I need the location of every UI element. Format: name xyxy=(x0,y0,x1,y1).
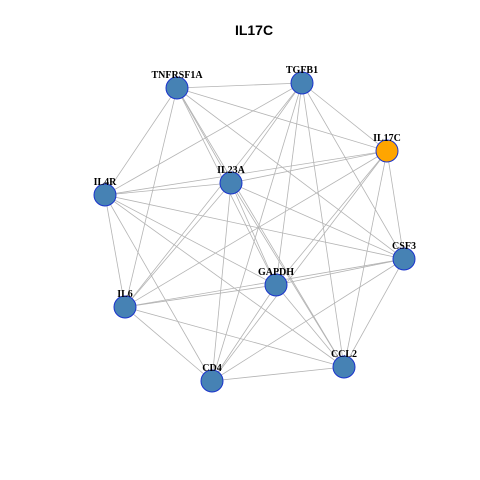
edge-tnfrsf1a-il6 xyxy=(124,87,178,308)
edge-il4r-ccl2 xyxy=(104,194,345,368)
edge-il6-ccl2 xyxy=(124,306,345,368)
node-gapdh xyxy=(264,273,288,297)
edge-tgfb1-il4r xyxy=(104,82,303,196)
edge-csf3-cd4 xyxy=(211,258,405,382)
node-label-il6: IL6 xyxy=(117,289,133,300)
edge-il4r-cd4 xyxy=(104,194,213,382)
node-tgfb1 xyxy=(290,71,314,95)
node-il17c xyxy=(375,139,399,163)
edge-tnfrsf1a-tgfb1 xyxy=(176,82,303,89)
edge-il17c-csf3 xyxy=(386,150,405,260)
edge-tgfb1-ccl2 xyxy=(301,82,345,368)
edge-tnfrsf1a-il23a xyxy=(176,87,232,184)
node-label-il4r: IL4R xyxy=(94,177,118,188)
edge-il4r-csf3 xyxy=(104,194,405,260)
node-il23a xyxy=(219,171,243,195)
edge-tgfb1-il6 xyxy=(124,82,303,308)
node-label-csf3: CSF3 xyxy=(392,241,416,252)
edge-gapdh-il6 xyxy=(124,284,277,308)
graph-title: IL17C xyxy=(235,22,273,38)
edge-tgfb1-il23a xyxy=(230,82,303,184)
edge-il6-cd4 xyxy=(124,306,213,382)
edge-il4r-gapdh xyxy=(104,194,277,286)
edge-csf3-il6 xyxy=(124,258,405,308)
edge-csf3-ccl2 xyxy=(343,258,405,368)
edge-tnfrsf1a-il17c xyxy=(176,87,388,152)
edge-il17c-ccl2 xyxy=(343,150,388,368)
edge-il17c-il23a xyxy=(230,150,388,184)
edge-csf3-gapdh xyxy=(275,258,405,286)
node-label-tgfb1: TGFB1 xyxy=(286,65,318,76)
edge-il23a-cd4 xyxy=(211,182,232,382)
edge-il17c-il4r xyxy=(104,150,388,196)
edges-layer xyxy=(104,82,405,382)
edge-il23a-csf3 xyxy=(230,182,405,260)
edge-il17c-cd4 xyxy=(211,150,388,382)
node-label-il17c: IL17C xyxy=(373,133,401,144)
edge-il4r-il23a xyxy=(104,182,232,196)
edge-il23a-gapdh xyxy=(230,182,277,286)
node-cd4 xyxy=(200,369,224,393)
node-il4r xyxy=(93,183,117,207)
edge-tnfrsf1a-ccl2 xyxy=(176,87,345,368)
edge-tnfrsf1a-il4r xyxy=(104,87,178,196)
node-label-ccl2: CCL2 xyxy=(331,349,357,360)
node-csf3 xyxy=(392,247,416,271)
node-label-gapdh: GAPDH xyxy=(258,267,294,278)
node-label-tnfrsf1a: TNFRSF1A xyxy=(151,70,203,81)
edge-tgfb1-il17c xyxy=(301,82,388,152)
node-tnfrsf1a xyxy=(165,76,189,100)
edge-il17c-gapdh xyxy=(275,150,388,286)
edge-ccl2-cd4 xyxy=(211,366,345,382)
edge-tgfb1-cd4 xyxy=(211,82,303,382)
edge-gapdh-ccl2 xyxy=(275,284,345,368)
nodes-layer xyxy=(93,71,416,393)
edge-gapdh-cd4 xyxy=(211,284,277,382)
edge-il23a-il6 xyxy=(124,182,232,308)
node-label-cd4: CD4 xyxy=(202,363,221,374)
edge-il23a-ccl2 xyxy=(230,182,345,368)
edge-il4r-il6 xyxy=(104,194,126,308)
edge-il17c-il6 xyxy=(124,150,388,308)
node-label-il23a: IL23A xyxy=(217,165,246,176)
edge-tgfb1-gapdh xyxy=(275,82,303,286)
node-ccl2 xyxy=(332,355,356,379)
node-il6 xyxy=(113,295,137,319)
